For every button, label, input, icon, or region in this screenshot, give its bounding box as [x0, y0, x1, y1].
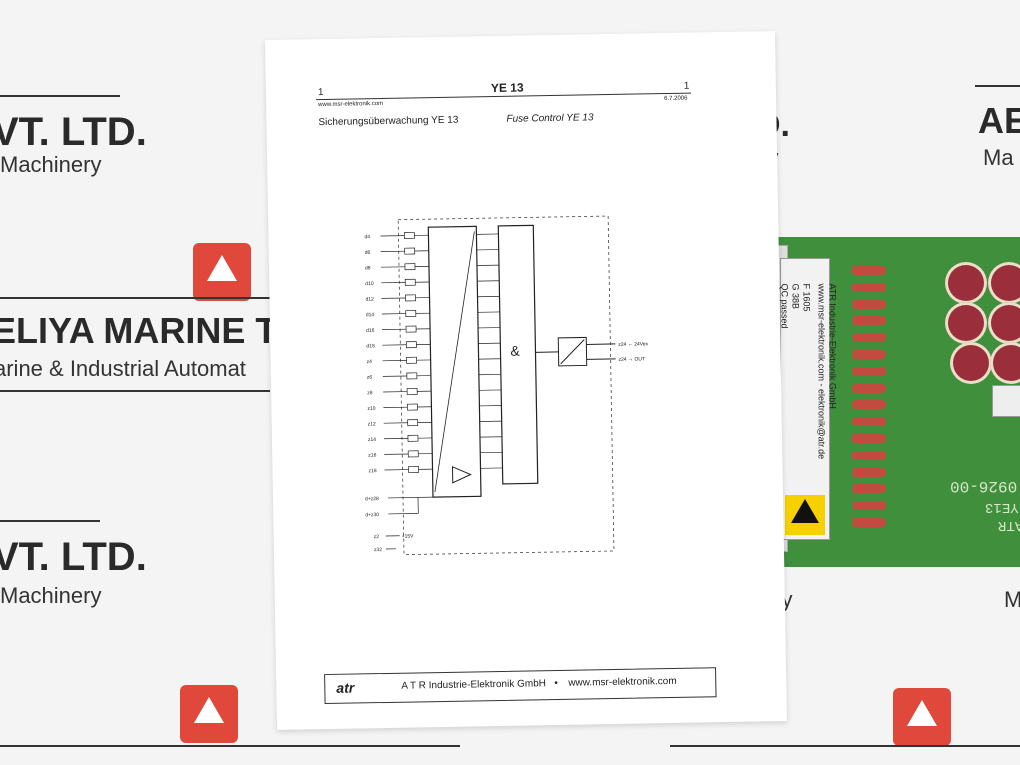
bg-logo-icon [193, 243, 251, 301]
capacitor-icon [950, 342, 992, 384]
board-silk-side: ATR [998, 517, 1020, 533]
board-silk-code: 0926-00 [950, 477, 1018, 495]
relay-icon [992, 385, 1020, 417]
supply-value: +15V [402, 533, 415, 539]
input-label: d14 [366, 312, 375, 318]
input-label: d12 [365, 297, 374, 303]
capacitor-icon [988, 262, 1020, 304]
input-label: z10 [367, 406, 375, 412]
input-resistor [408, 466, 419, 473]
footer-website: www.msr-elektronik.com [568, 675, 677, 689]
input-label: z18 [368, 468, 376, 474]
output-label-2: z24 → OUT [619, 356, 646, 362]
and-gate-symbol: & [510, 343, 520, 359]
bus-label-2: d+z30 [365, 512, 379, 518]
input-resistor [407, 450, 419, 458]
input-resistor [405, 310, 417, 317]
bg-right-sub-1: Ma [983, 145, 1014, 170]
comparator-block [427, 225, 482, 498]
supply-label-2: z32 [374, 547, 382, 553]
bg-logo-icon [893, 688, 951, 746]
resistor-icon [852, 299, 886, 309]
input-resistor [406, 356, 418, 364]
bg-sub-3: Machinery [0, 583, 102, 608]
bg-right-sub-3: Machi [1004, 587, 1020, 612]
input-label: d4 [364, 234, 370, 240]
board-label-line-1: ATR Industrie-Elektronik GmbH [827, 283, 838, 409]
bg-sub-2: arine & Industrial Automat [0, 356, 246, 381]
input-resistor [405, 325, 417, 333]
bg-right-brand-1: AE [978, 100, 1020, 141]
bg-sub-1: Machinery [0, 152, 102, 177]
resistor-icon [852, 400, 886, 410]
input-resistor [404, 278, 416, 286]
amplifier-icon [451, 466, 472, 484]
bg-logo-icon [180, 685, 238, 743]
input-label: z4 [367, 359, 373, 365]
enclosure-outline [397, 215, 615, 556]
resistor-icon [852, 434, 886, 443]
input-label: d8 [365, 265, 371, 271]
resistor-icon [852, 417, 886, 427]
input-resistor [405, 294, 416, 302]
input-label: z6 [367, 375, 373, 381]
input-label: d18 [366, 343, 375, 349]
footer-logo: atr [336, 679, 355, 696]
input-resistor [404, 263, 416, 271]
bg-brand-3: VT. LTD. [0, 535, 147, 579]
capacitor-icon [990, 342, 1020, 384]
input-resistor [406, 372, 418, 380]
input-resistor [407, 434, 419, 442]
bus-wire-2 [388, 513, 419, 515]
input-resistor [407, 403, 418, 411]
bg-brand-1: VT. LTD. [0, 110, 147, 154]
input-resistor [404, 247, 416, 255]
resistor-icon [852, 383, 886, 393]
output-wire-1 [586, 343, 616, 345]
bus-wire-1 [388, 496, 434, 499]
input-resistor [407, 419, 419, 427]
resistor-icon [852, 350, 886, 359]
resistor-icon [852, 484, 886, 494]
bus-label-1: d+z28 [365, 496, 379, 502]
supply-label-1: z2 [374, 534, 380, 540]
input-label: d16 [366, 328, 375, 334]
capacitor-icon [945, 302, 987, 344]
resistor-icon [852, 282, 886, 292]
comparator-diagonal [434, 231, 475, 493]
footer-dot: • [554, 677, 558, 690]
optocoupler-diagonal [560, 339, 585, 365]
resistor-icon [852, 366, 886, 376]
resistor-icon [852, 266, 886, 275]
resistor-icon [852, 450, 886, 460]
board-silk-top: YE13 [985, 499, 1019, 515]
resistor-icon [852, 467, 886, 477]
capacitor-icon [988, 302, 1020, 344]
resistor-icon [852, 518, 886, 527]
output-wire-2 [586, 358, 616, 360]
input-label: d10 [365, 281, 374, 287]
input-label: z14 [368, 437, 376, 443]
and-gate-block [497, 224, 539, 485]
input-resistor [405, 341, 417, 349]
input-resistor [404, 232, 415, 239]
fuse-control-schematic: & z24 ← 24Vex z24 → OUT d4 d6 d8 d10 d12 d14 d16 d… [364, 215, 649, 556]
input-label: z12 [368, 421, 376, 427]
resistor-icon [852, 316, 886, 326]
input-label: z8 [367, 390, 373, 396]
input-label: z16 [368, 453, 376, 459]
capacitor-icon [945, 262, 987, 304]
esd-warning-icon [785, 495, 825, 535]
output-label-1: z24 ← 24Vex [618, 341, 648, 348]
input-resistor [406, 388, 418, 395]
resistor-icon [852, 501, 886, 511]
resistor-icon [852, 333, 886, 343]
datasheet-paper: 1 YE 13 1 www.msr-elektronik.com 6.7.200… [265, 31, 787, 730]
input-label: d6 [365, 250, 371, 256]
